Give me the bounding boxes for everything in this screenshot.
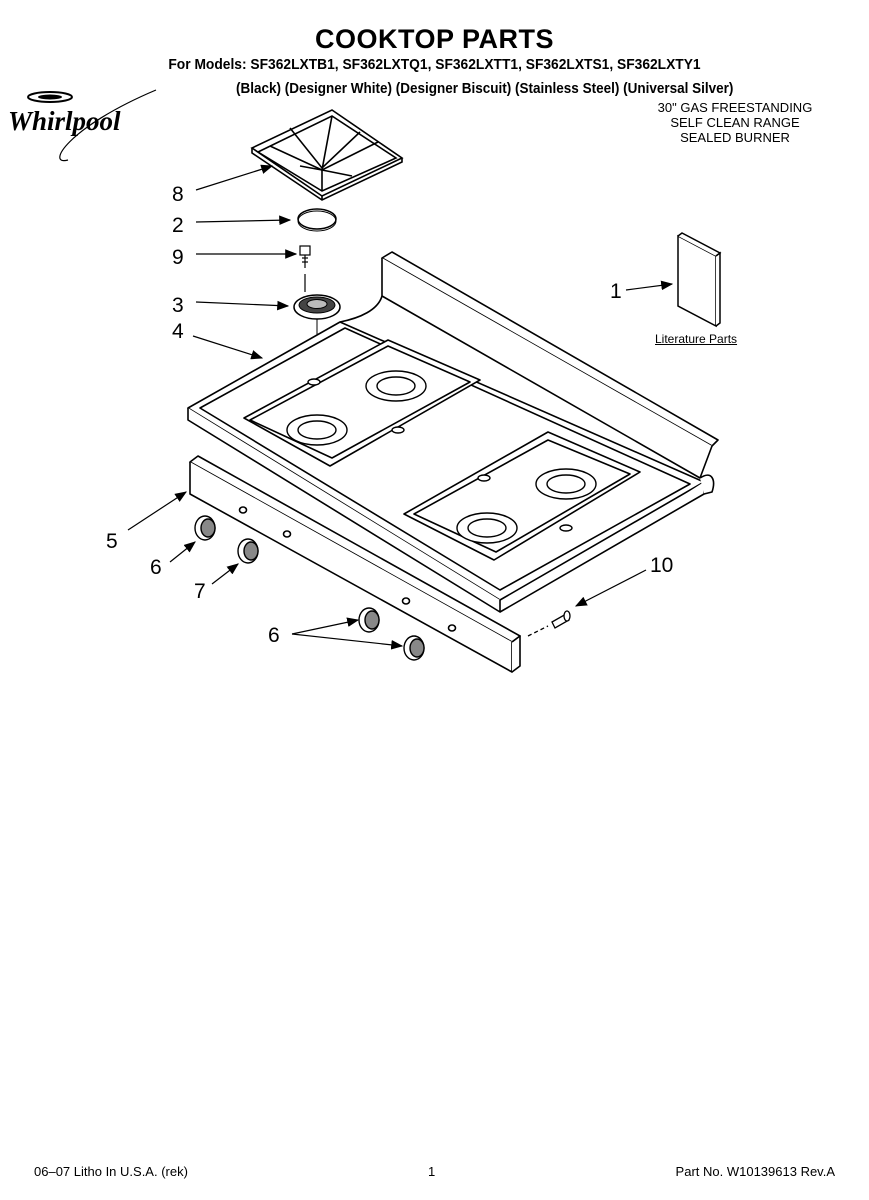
cooktop-burners [286, 370, 597, 544]
burner-grate [250, 109, 404, 201]
callout-1: 1 [610, 280, 622, 303]
page-title: COOKTOP PARTS [314, 24, 555, 54]
callout-10: 10 [650, 554, 673, 577]
callout-5: 5 [106, 530, 118, 553]
callout-6-right: 6 [268, 624, 280, 647]
spec-line-3: SEALED BURNER [680, 130, 790, 145]
burner-cap [297, 208, 337, 232]
part-number: Part No. W10139613 Rev.A [675, 1164, 835, 1179]
color-list: (Black) (Designer White) (Designer Biscu… [236, 80, 734, 97]
spec-line-1: 30" GAS FREESTANDING [657, 100, 813, 115]
screw [527, 610, 571, 637]
control-knobs [194, 515, 425, 661]
callout-9: 9 [172, 246, 184, 269]
burner-orifice [299, 245, 311, 292]
literature-parts-label: Literature Parts [655, 332, 738, 346]
model-list: For Models: SF362LXTB1, SF362LXTQ1, SF36… [168, 56, 701, 73]
control-panel [189, 455, 521, 673]
page-number: 1 [428, 1164, 436, 1179]
spec-line-2: SELF CLEAN RANGE [670, 115, 800, 130]
footer-litho: 06–07 Litho In U.S.A. (rek) [34, 1164, 188, 1179]
callout-2: 2 [172, 214, 184, 237]
literature-booklet [677, 232, 722, 328]
brand-wordmark: Whirlpool [8, 106, 121, 136]
whirlpool-logo: Whirlpool [8, 89, 157, 162]
callout-3: 3 [172, 294, 184, 317]
callout-8: 8 [172, 183, 184, 206]
burner-base [293, 294, 341, 430]
leader-lines [127, 164, 674, 650]
cooktop-panel [187, 251, 719, 613]
callout-7: 7 [194, 580, 206, 603]
callout-6-left: 6 [150, 556, 162, 579]
callout-4: 4 [172, 320, 184, 343]
